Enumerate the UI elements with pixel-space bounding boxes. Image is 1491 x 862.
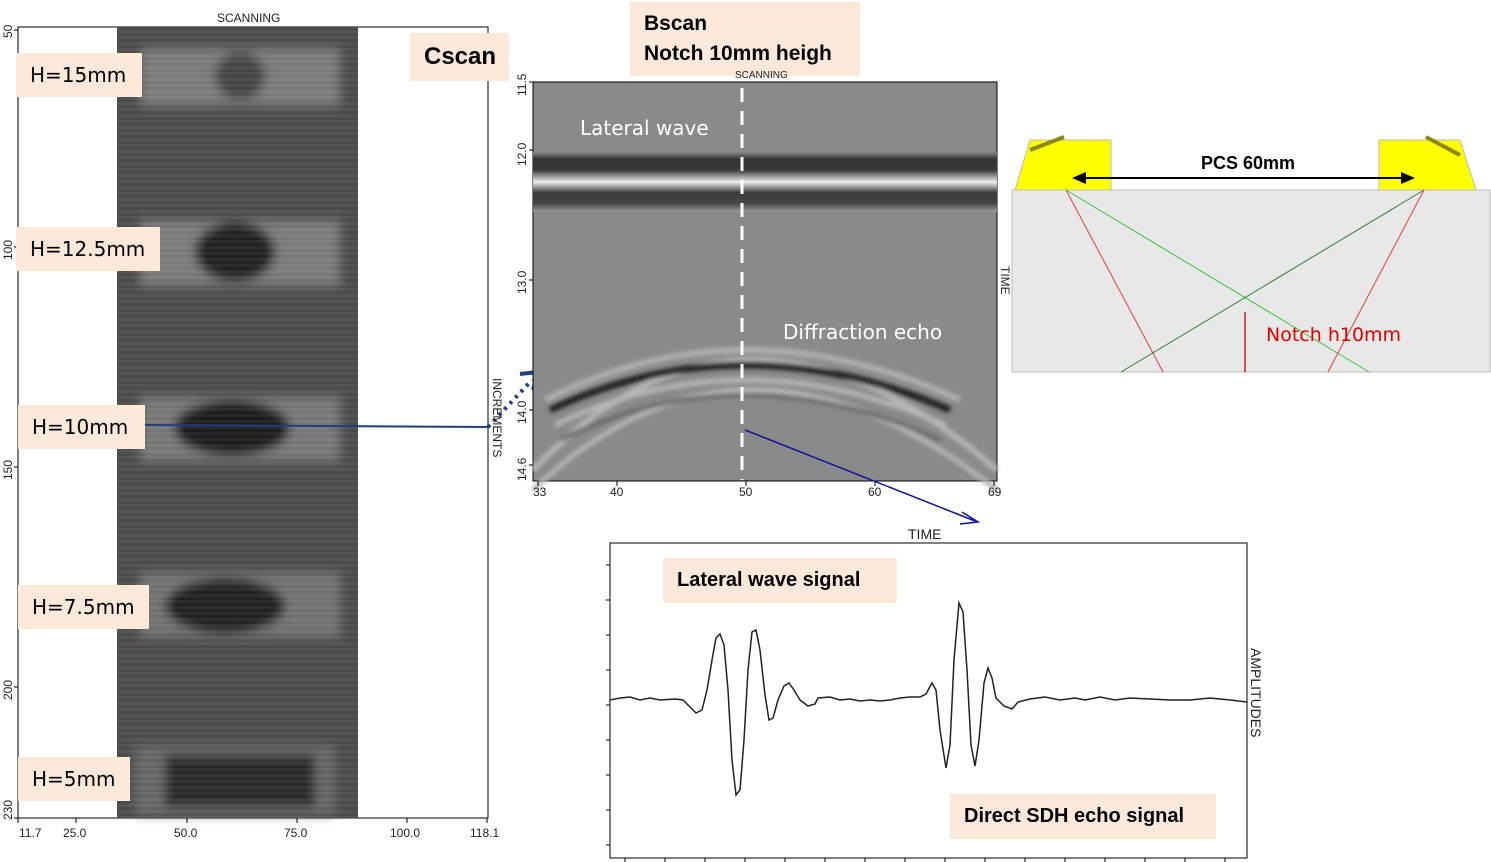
cscan-y-tick: 200 (1, 679, 15, 700)
lateral-wave-band (533, 152, 997, 212)
pcs-label: PCS 60mm (1201, 153, 1296, 173)
cscan-plot (14, 26, 489, 823)
cscan-y-tick: 100 (1, 239, 15, 260)
diffraction-arcs (530, 347, 999, 492)
cscan-x-tick: 50.0 (174, 826, 198, 840)
bscan-time-label: TIME (998, 266, 1012, 295)
bscan-title-line1: Bscan (644, 12, 708, 35)
bscan-plot (529, 81, 999, 492)
bscan-y-tick: 14.0 (515, 400, 529, 424)
cscan-x-tick: 11.7 (19, 826, 42, 840)
arrow-head-icon (959, 511, 981, 525)
dotted-arrow (486, 378, 534, 429)
bscan-x-tick: 69 (988, 485, 1002, 499)
bscan-title-line2: Notch 10mm heigh (644, 42, 832, 65)
cscan-x-tick: 100.0 (390, 826, 421, 840)
lateral-wave-signal-label: Lateral wave signal (663, 558, 897, 603)
bscan-scanning-label: SCANNING (735, 70, 788, 78)
bscan-time-bottom-label: TIME (908, 526, 942, 542)
probe-left (1014, 139, 1112, 191)
bscan-y-tick: 13.0 (515, 270, 529, 294)
probe-right (1378, 139, 1477, 191)
bscan-x-tick: 50 (739, 485, 753, 499)
defect-label-10mm: H=10mm (18, 405, 145, 449)
bscan-x-tick: 60 (868, 485, 882, 499)
cscan-y-tick: 150 (1, 459, 15, 480)
bscan-y-tick: 11.5 (515, 73, 529, 96)
amplitudes-label: AMPLITUDES (1248, 648, 1264, 738)
cscan-y-tick: 230 (1, 799, 15, 820)
bscan-y-tick: 14.6 (515, 457, 529, 481)
bscan-x-tick: 33 (533, 485, 547, 499)
diffraction-echo-label: Diffraction echo (783, 320, 943, 344)
defect-label-12-5mm: H=12.5mm (16, 227, 160, 271)
bscan-to-ascan-arrow (744, 429, 976, 522)
bscan-title: Bscan Notch 10mm heigh (630, 2, 860, 76)
cscan-x-tick: 118.1 (470, 826, 500, 840)
cscan-y-tick: 50 (1, 24, 15, 38)
defect-label-15mm: H=15mm (16, 53, 142, 97)
bscan-x-tick: 40 (610, 485, 624, 499)
bscan-y-tick: 12.0 (515, 142, 529, 166)
cscan-x-tick: 75.0 (284, 826, 308, 840)
defect-label-7-5mm: H=7.5mm (18, 585, 149, 629)
increments-label: INCREMENTS (490, 378, 504, 458)
connector-line (144, 424, 489, 428)
cscan-x-tick: 25.0 (63, 826, 87, 840)
test-block (1011, 189, 1491, 373)
lateral-wave-label: Lateral wave (580, 116, 709, 140)
tofd-setup-diagram (1011, 135, 1491, 373)
cscan-title: Cscan (410, 33, 509, 81)
cscan-scanning-label: SCANNING (217, 11, 281, 25)
ascan-signal (609, 600, 1248, 797)
sdh-echo-signal-label: Direct SDH echo signal (950, 794, 1216, 839)
notch-label: Notch h10mm (1266, 324, 1402, 346)
defect-label-5mm: H=5mm (18, 757, 130, 801)
